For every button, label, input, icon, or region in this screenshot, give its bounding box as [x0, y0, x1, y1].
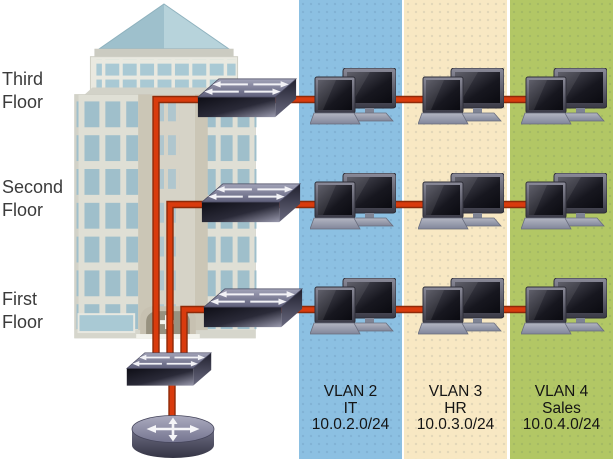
vlan-department: IT — [343, 399, 358, 417]
vlan-subnet: 10.0.2.0/24 — [311, 416, 390, 433]
router — [130, 414, 216, 459]
workstation-group-hr-second — [418, 173, 504, 235]
workstation-group-it-first — [310, 278, 396, 340]
vlan-label-sales: VLAN 4 Sales 10.0.4.0/24 — [510, 383, 613, 434]
access-switch-second-floor — [201, 183, 301, 223]
workstation-group-it-second — [310, 173, 396, 235]
vlan-label-hr: VLAN 3 HR 10.0.3.0/24 — [404, 383, 507, 434]
workstation-group-sales-second — [521, 173, 607, 235]
floor-label-second: Second Floor — [2, 177, 64, 220]
vlan-department: Sales — [542, 399, 581, 417]
vlan-title: VLAN 3 — [428, 383, 483, 400]
vlan-subnet: 10.0.3.0/24 — [416, 416, 495, 433]
floor-label-third: Third Floor — [2, 69, 44, 112]
vlan-title: VLAN 2 — [323, 383, 378, 400]
distribution-switch — [126, 352, 212, 386]
workstation-group-sales-third — [521, 68, 607, 130]
vlan-subnet: 10.0.4.0/24 — [522, 416, 601, 433]
workstation-group-it-third — [310, 68, 396, 130]
workstation-group-hr-first — [418, 278, 504, 340]
vlan-label-it: VLAN 2 IT 10.0.2.0/24 — [299, 383, 402, 434]
vlan-title: VLAN 4 — [534, 383, 589, 400]
access-switch-first-floor — [203, 288, 303, 328]
access-switch-third-floor — [197, 78, 297, 118]
vlan-department: HR — [444, 399, 467, 417]
workstation-group-hr-third — [418, 68, 504, 130]
workstation-group-sales-first — [521, 278, 607, 340]
floor-label-first: First Floor — [2, 289, 44, 332]
